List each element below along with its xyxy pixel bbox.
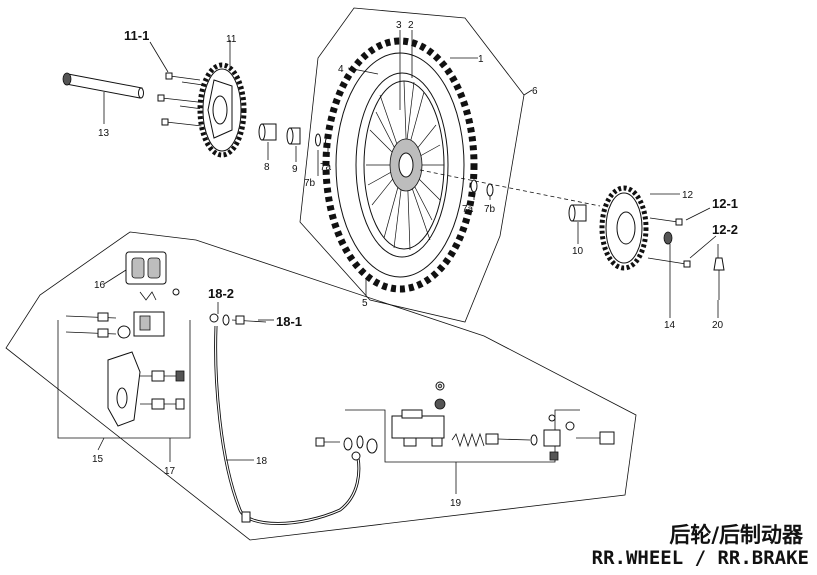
wheel-group-outline <box>299 7 525 323</box>
seals-7-right <box>470 179 494 197</box>
pad-spring <box>139 288 180 301</box>
caliper-bracket <box>107 351 141 427</box>
callout-14: 14 <box>664 320 676 331</box>
rear-wheel-assembly <box>322 37 478 293</box>
banjo-parts <box>315 435 378 454</box>
brake-pads-16 <box>125 251 167 285</box>
callout-7b-left: 7b <box>304 178 316 189</box>
spacer-10 <box>568 204 587 222</box>
callout-19: 19 <box>450 498 462 509</box>
callout-10: 10 <box>572 246 584 257</box>
spacer-8 <box>258 123 277 141</box>
caliper-sub-outline <box>57 320 191 439</box>
axle-shaft <box>62 72 144 99</box>
callout-1: 1 <box>478 54 484 65</box>
diagram-title-english: RR.WHEEL / RR.BRAKE <box>591 547 809 569</box>
nut-14 <box>663 231 673 245</box>
clevis-parts <box>530 414 615 461</box>
brake-disc <box>599 185 649 271</box>
callout-9: 9 <box>292 164 298 175</box>
callout-6: 6 <box>532 86 538 97</box>
master-cylinder <box>391 409 445 447</box>
caliper-pins <box>65 312 117 338</box>
callout-3: 3 <box>396 20 402 31</box>
diagram-title-chinese: 后轮/后制动器 <box>669 523 803 547</box>
callout-5: 5 <box>362 298 368 309</box>
collar-9 <box>286 127 301 145</box>
callout-11: 11 <box>226 34 237 45</box>
callout-18: 18 <box>256 456 268 467</box>
callout-15: 15 <box>92 454 104 465</box>
callout-12-2: 12-2 <box>712 222 738 237</box>
brake-hose <box>209 313 361 525</box>
callout-8: 8 <box>264 162 270 173</box>
callout-17: 17 <box>164 466 176 477</box>
reservoir-caps <box>434 381 446 410</box>
callout-7a-left: 7a <box>320 162 332 173</box>
bracket-bolts <box>140 370 185 410</box>
callout-11-1: 11-1 <box>124 28 149 43</box>
callout-4: 4 <box>338 64 344 75</box>
callout-20: 20 <box>712 320 724 331</box>
cotter-20 <box>713 257 725 300</box>
leader-lines <box>97 30 719 494</box>
callout-16: 16 <box>94 280 106 291</box>
pushrod-spring <box>451 432 531 448</box>
callout-2: 2 <box>408 20 414 31</box>
rear-sprocket <box>197 62 247 158</box>
master-cyl-sub-outline <box>345 409 580 463</box>
callout-12-1: 12-1 <box>712 196 738 211</box>
callout-7b-right: 7b <box>484 204 496 215</box>
callout-18-1: 18-1 <box>276 314 302 329</box>
callout-13: 13 <box>98 128 110 139</box>
callout-12: 12 <box>682 190 694 201</box>
callout-7a-right: 7a <box>462 204 474 215</box>
brake-group-outline <box>5 231 637 541</box>
callout-18-2: 18-2 <box>208 286 234 301</box>
disc-bolts <box>647 217 691 268</box>
caliper-body <box>117 311 165 339</box>
